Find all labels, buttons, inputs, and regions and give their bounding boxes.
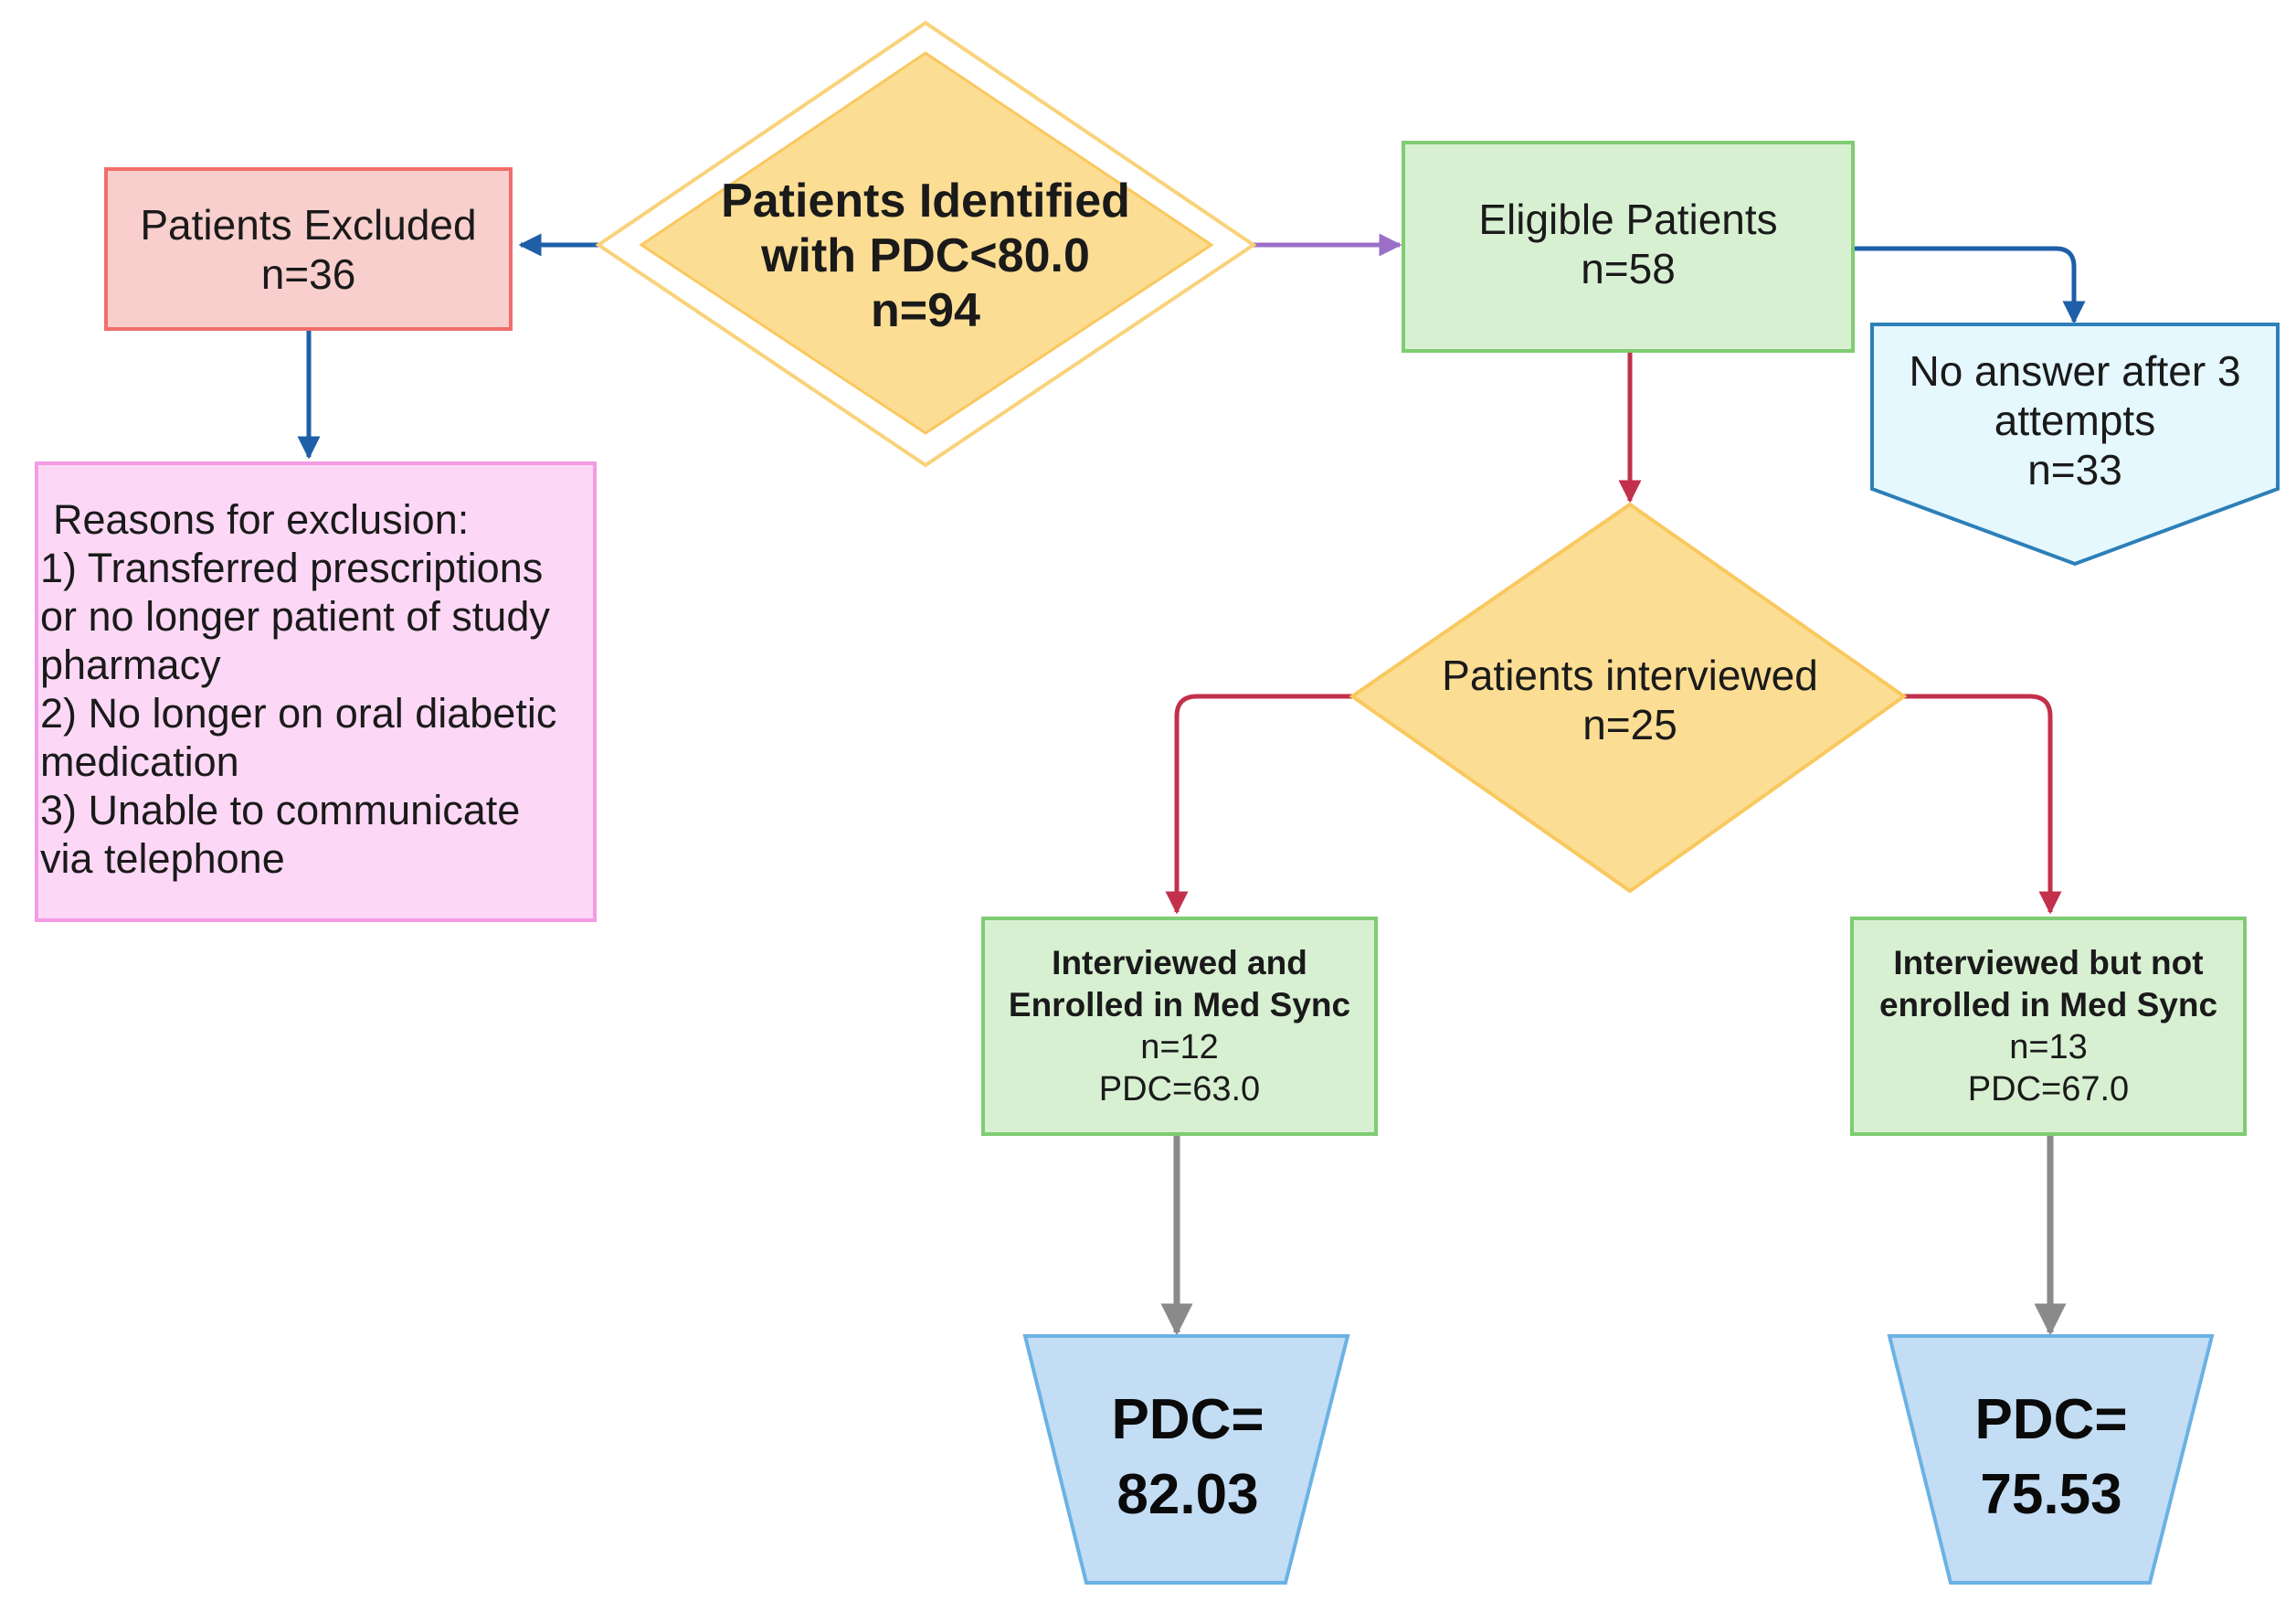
not-enrolled-count: n=13 bbox=[2009, 1028, 2088, 1066]
reasons-line: 3) Unable to communicate bbox=[40, 787, 521, 833]
reasons-line: 1) Transferred prescriptions bbox=[40, 545, 544, 591]
result-not-enrolled-shape bbox=[1887, 1334, 2215, 1585]
reasons-line: or no longer patient of study bbox=[40, 593, 550, 640]
eligible-count: n=58 bbox=[1581, 245, 1676, 292]
reasons-text: Reasons for exclusion: 1) Transferred pr… bbox=[40, 495, 598, 883]
no-answer-line1: No answer after 3 bbox=[1909, 347, 2241, 395]
reasons-title: Reasons for exclusion: bbox=[53, 496, 470, 543]
enrolled-line1: Interviewed and bbox=[1052, 944, 1307, 981]
reasons-box bbox=[35, 461, 597, 922]
identified-line1: Patients Identified bbox=[721, 175, 1130, 228]
excluded-title: Patients Excluded bbox=[140, 200, 477, 249]
not-enrolled-line2: enrolled in Med Sync bbox=[1878, 986, 2218, 1023]
result-enrolled-title: PDC= bbox=[1111, 1388, 1264, 1451]
not-enrolled-box bbox=[1850, 917, 2247, 1136]
enrolled-label: Interviewed and Enrolled in Med Sync n=1… bbox=[983, 918, 1376, 1134]
excluded-label: Patients Excluded n=36 bbox=[106, 169, 511, 329]
interviewed-diamond bbox=[1349, 502, 1908, 894]
result-not-enrolled-value: 75.53 bbox=[1980, 1463, 2122, 1526]
not-enrolled-pdc: PDC=67.0 bbox=[1967, 1070, 2130, 1108]
identified-diamond bbox=[595, 20, 1257, 468]
enrolled-pdc: PDC=63.0 bbox=[1098, 1070, 1261, 1108]
no-answer-shape bbox=[1870, 323, 2280, 567]
not-enrolled-label: Interviewed but not enrolled in Med Sync… bbox=[1852, 918, 2245, 1134]
identified-count: n=94 bbox=[871, 284, 980, 337]
reasons-line: medication bbox=[40, 738, 239, 785]
result-enrolled-shape bbox=[1022, 1334, 1350, 1585]
enrolled-line2: Enrolled in Med Sync bbox=[1008, 986, 1351, 1023]
arrow-eligible-to-no-answer bbox=[1853, 246, 2086, 324]
excluded-box bbox=[104, 167, 513, 331]
reasons-line: 2) No longer on oral diabetic bbox=[40, 690, 557, 737]
interviewed-title: Patients interviewed bbox=[1442, 652, 1818, 699]
no-answer-line2: attempts bbox=[1994, 397, 2156, 444]
eligible-title: Eligible Patients bbox=[1478, 196, 1778, 243]
reasons-line: via telephone bbox=[40, 835, 285, 882]
excluded-count: n=36 bbox=[260, 249, 356, 298]
not-enrolled-line1: Interviewed but not bbox=[1893, 944, 2204, 981]
enrolled-box bbox=[981, 917, 1378, 1136]
identified-label: Patients Identified with PDC<80.0 n=94 bbox=[651, 164, 1200, 347]
no-answer-count: n=33 bbox=[2027, 446, 2122, 493]
identified-line2: with PDC<80.0 bbox=[761, 229, 1090, 282]
enrolled-count: n=12 bbox=[1140, 1028, 1219, 1066]
eligible-box bbox=[1402, 141, 1855, 353]
result-enrolled-value: 82.03 bbox=[1116, 1463, 1259, 1526]
no-answer-label: No answer after 3 attempts n=33 bbox=[1872, 347, 2278, 493]
arrow-interviewed-to-not-enrolled bbox=[1904, 694, 2062, 915]
result-enrolled-label: PDC= 82.03 bbox=[1051, 1352, 1325, 1563]
connectors bbox=[297, 233, 2086, 1336]
arrow-interviewed-to-enrolled bbox=[1165, 694, 1352, 915]
eligible-label: Eligible Patients n=58 bbox=[1403, 143, 1853, 351]
interviewed-label: Patients interviewed n=25 bbox=[1398, 645, 1862, 755]
result-not-enrolled-title: PDC= bbox=[1974, 1388, 2128, 1451]
reasons-line: pharmacy bbox=[40, 642, 221, 688]
result-not-enrolled-label: PDC= 75.53 bbox=[1914, 1352, 2188, 1563]
interviewed-count: n=25 bbox=[1582, 701, 1677, 748]
